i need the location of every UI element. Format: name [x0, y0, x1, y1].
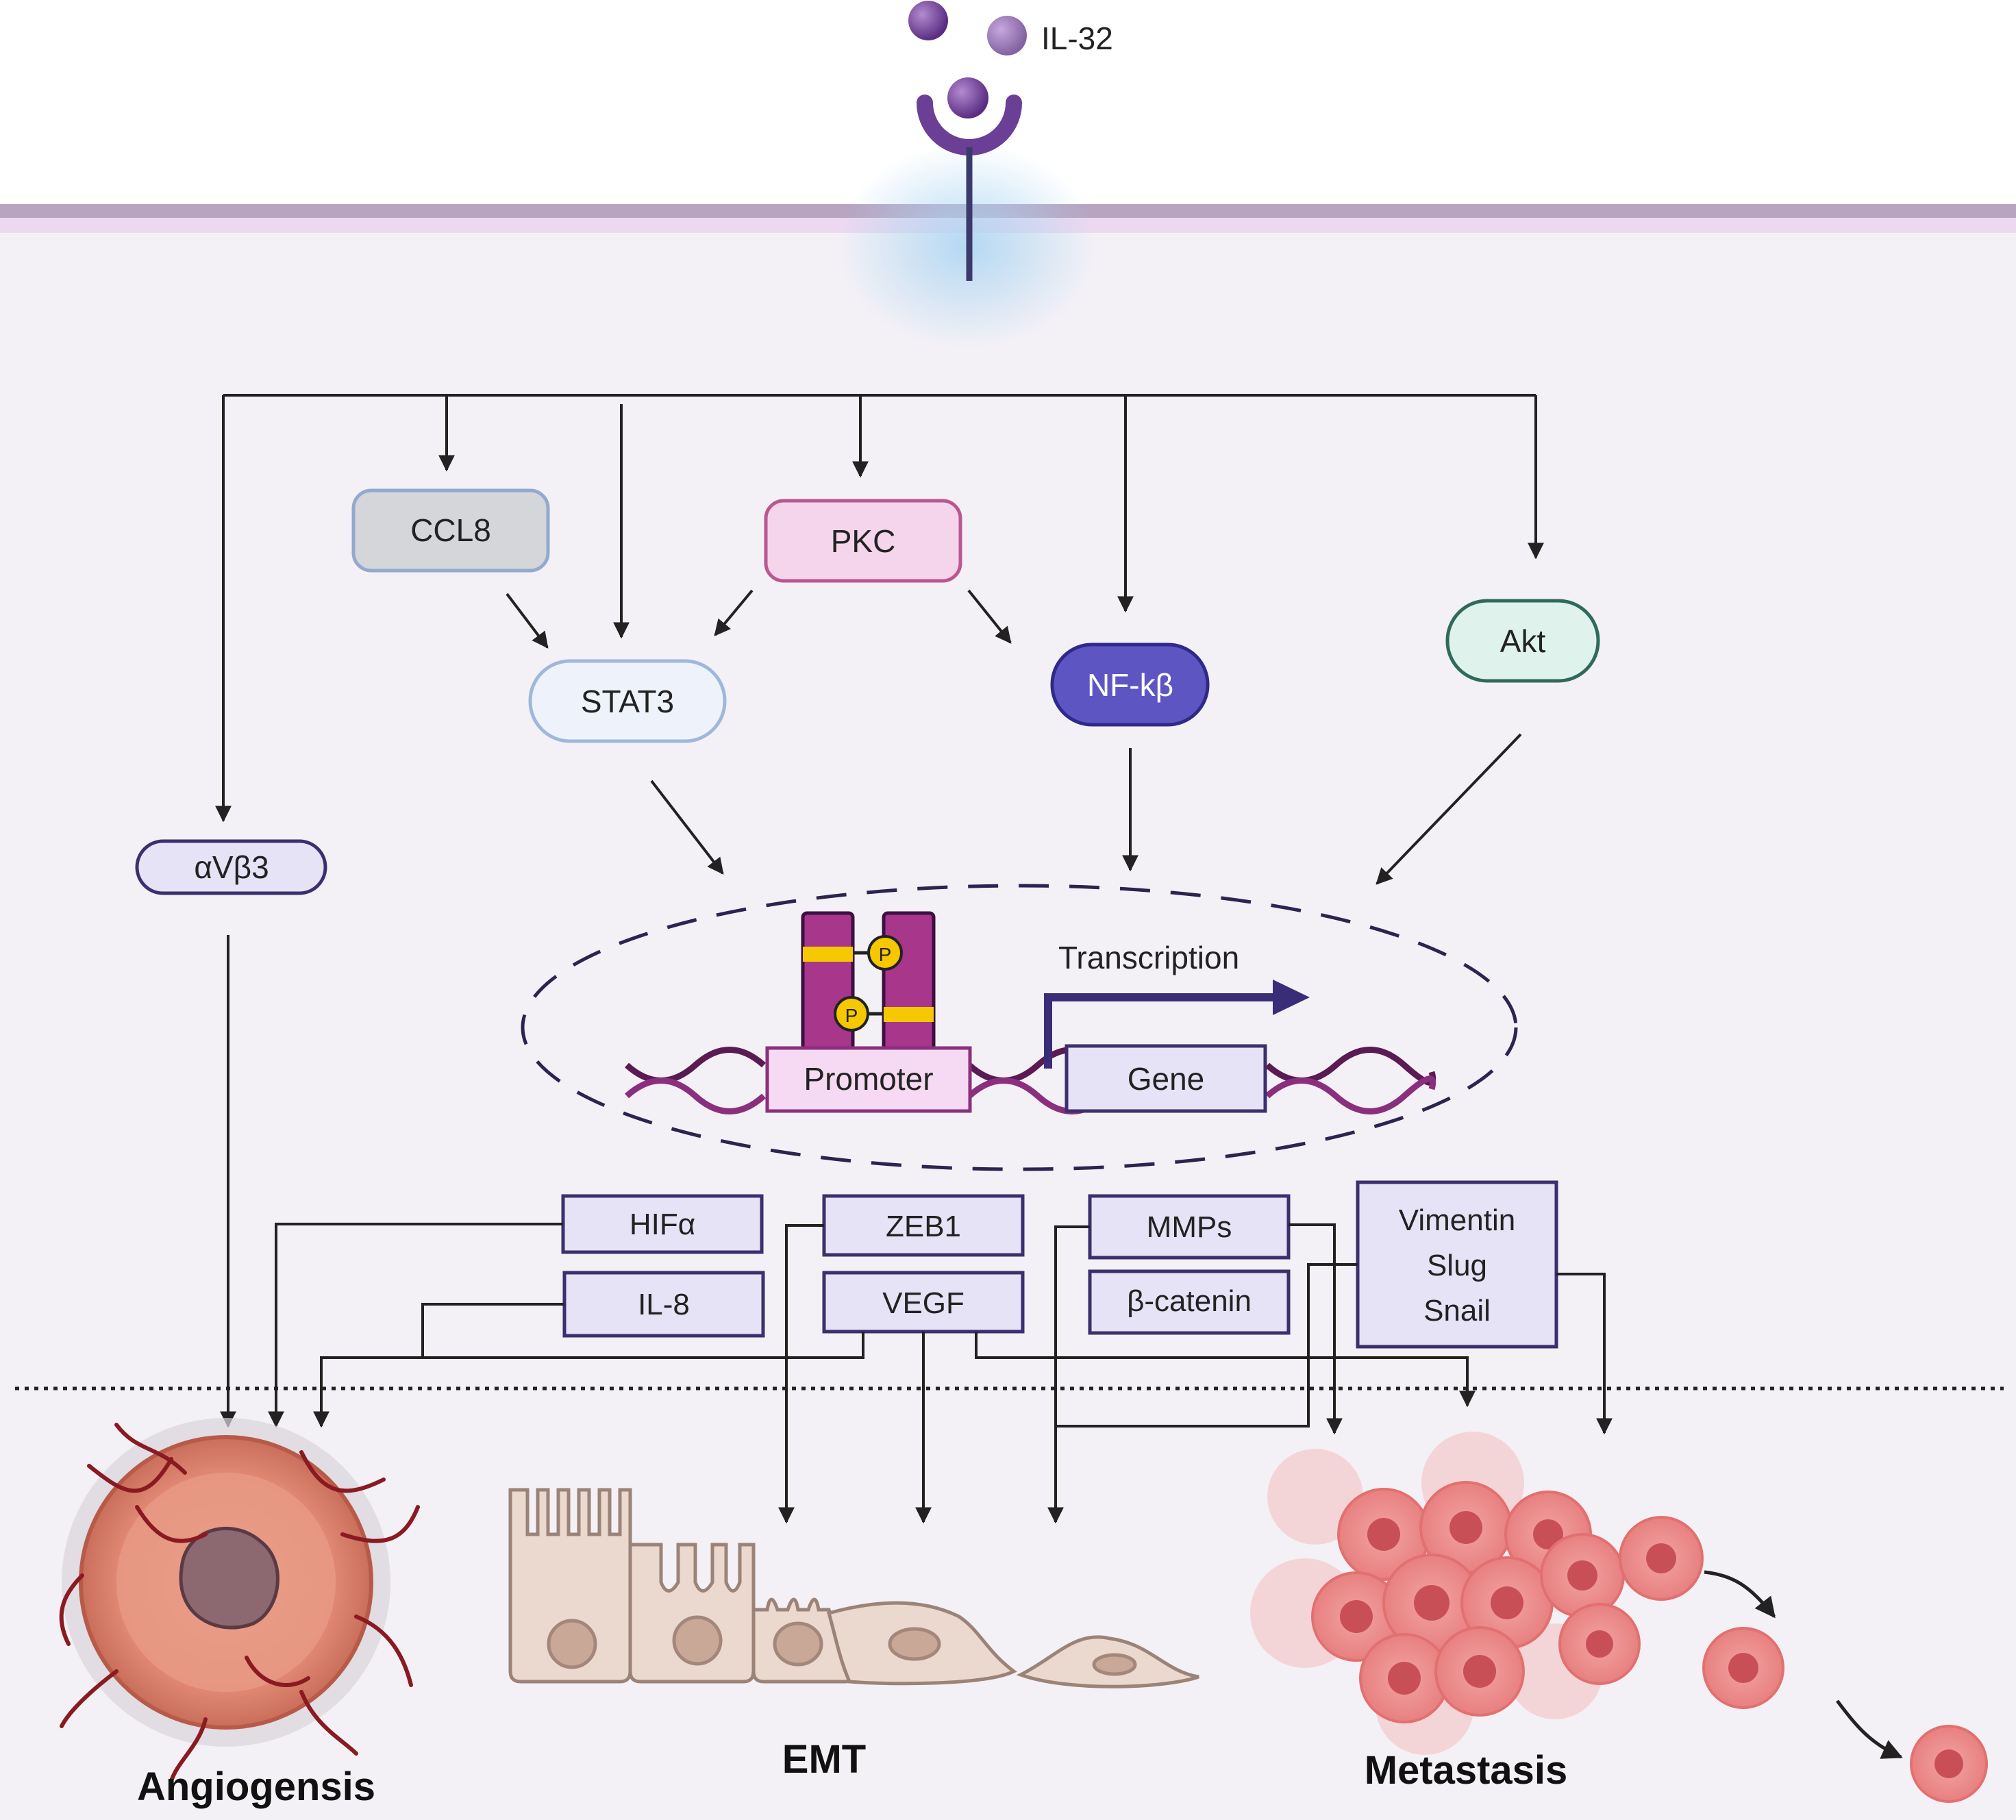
node-nfkb: NF-kβ: [1050, 643, 1210, 727]
pkc-label: PKC: [831, 523, 896, 559]
il8-label: IL-8: [638, 1288, 690, 1321]
target-gene-mmps: MMPs: [1088, 1194, 1291, 1260]
target-gene-il8: IL-8: [562, 1271, 765, 1338]
vimentin-label: Vimentin: [1399, 1204, 1515, 1237]
promoter-label: Promoter: [804, 1061, 933, 1097]
il32-ligand: IL-32: [908, 1, 1113, 56]
target-gene-hifa: HIFα: [561, 1194, 764, 1254]
vegf-label: VEGF: [882, 1286, 965, 1320]
nucleus: P P Promoter Gene Transcription: [521, 884, 1518, 1171]
node-pkc: PKC: [764, 499, 962, 583]
bcatenin-label: β-catenin: [1127, 1284, 1252, 1318]
phosphate-icon: [867, 935, 903, 971]
target-gene-zeb1: ZEB1: [822, 1194, 1025, 1257]
signaling-arrows: [215, 394, 1544, 1428]
snail-label: Snail: [1423, 1294, 1491, 1327]
gene-label: Gene: [1128, 1061, 1205, 1097]
angiogenesis-label: Angiogensis: [137, 1765, 375, 1809]
phosphate-label: P: [879, 944, 892, 965]
stat3-label: STAT3: [581, 684, 674, 719]
akt-label: Akt: [1500, 623, 1546, 659]
target-gene-bcatenin: β-catenin: [1088, 1269, 1291, 1335]
il32-bead: [987, 16, 1027, 55]
mmps-label: MMPs: [1147, 1210, 1232, 1244]
outcome-arrows: [268, 1223, 1613, 1524]
phosphorylated-dimer: P P: [801, 911, 936, 1056]
phosphate-label: P: [845, 1005, 858, 1026]
gene-box: Gene: [1065, 1044, 1267, 1113]
il32-receptor: [917, 77, 1022, 281]
node-stat3: STAT3: [528, 659, 727, 743]
nuclear-envelope: [521, 884, 1518, 1171]
metastasis-tumor-icon: [1250, 1432, 1988, 1803]
emt-cells-icon: [508, 1488, 1199, 1688]
dna-helix: [624, 1047, 1436, 1114]
transcription-arrow: Transcription: [1044, 940, 1310, 1069]
nfkb-label: NF-kβ: [1087, 667, 1173, 703]
phosphate-icon: [834, 996, 869, 1032]
ccl8-label: CCL8: [410, 512, 491, 548]
zeb1-label: ZEB1: [886, 1210, 961, 1243]
node-avb3: αVβ3: [135, 839, 327, 895]
slug-label: Slug: [1427, 1249, 1487, 1282]
hifa-label: HIFα: [630, 1208, 695, 1241]
target-gene-vegf: VEGF: [822, 1271, 1025, 1334]
target-gene-emt-markers: Vimentin Slug Snail: [1356, 1180, 1558, 1349]
metastasis-label: Metastasis: [1365, 1748, 1568, 1793]
promoter-box: Promoter: [765, 1046, 972, 1113]
angiogenesis-tumor-icon: [59, 1418, 420, 1783]
il32-bead: [908, 1, 948, 40]
emt-label: EMT: [782, 1737, 866, 1782]
transcription-label: Transcription: [1058, 940, 1239, 975]
node-akt: Akt: [1445, 599, 1600, 683]
il32-label: IL-32: [1041, 21, 1113, 56]
node-ccl8: CCL8: [351, 488, 550, 573]
avb3-label: αVβ3: [194, 849, 269, 885]
bound-il32-bead: [947, 77, 988, 119]
